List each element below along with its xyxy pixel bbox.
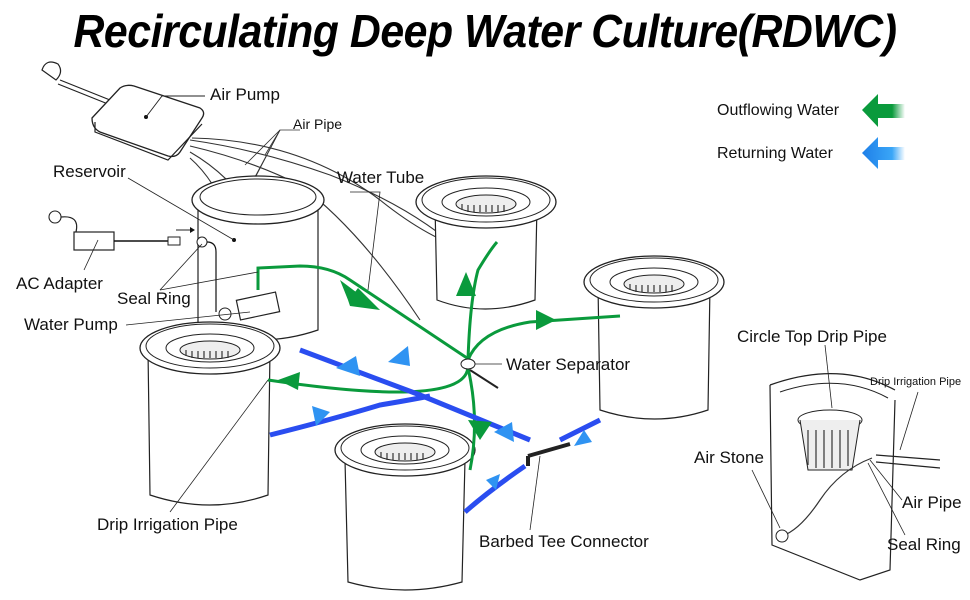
bucket-left — [139, 321, 281, 506]
bucket-front — [334, 423, 476, 591]
label-air-pipe: Air Pipe — [293, 116, 343, 132]
barbed-tee-connector — [526, 442, 571, 531]
label-drip-irrigation-pipe: Drip Irrigation Pipe — [97, 515, 238, 534]
return-arrows — [312, 346, 592, 490]
outflow-arrow — [456, 272, 476, 296]
diagram-title: Recirculating Deep Water Culture(RDWC) — [73, 5, 897, 57]
return-arrow — [486, 474, 500, 490]
return-arrow — [574, 430, 592, 446]
label-ac-adapter: AC Adapter — [16, 274, 103, 293]
label-seal-ring: Seal Ring — [117, 289, 191, 308]
return-arrow — [336, 356, 360, 376]
label-water-pump: Water Pump — [24, 315, 118, 334]
label-barbed-tee-connector: Barbed Tee Connector — [479, 532, 649, 551]
legend-returning-water: Returning Water — [717, 145, 833, 162]
inset-label-air-pipe: Air Pipe — [902, 493, 962, 512]
bucket-back — [415, 175, 557, 310]
label-water-separator: Water Separator — [506, 355, 631, 374]
water-separator — [460, 358, 502, 389]
label-air-pump: Air Pump — [210, 85, 280, 104]
air-pump — [41, 61, 205, 161]
legend-outflowing-water: Outflowing Water — [717, 102, 840, 119]
return-tubes — [269, 347, 602, 514]
bucket-right — [583, 255, 725, 420]
inset-cutaway — [751, 344, 941, 581]
return-arrow — [312, 406, 330, 426]
ac-adapter — [48, 210, 217, 312]
return-arrow — [388, 346, 410, 366]
leader-lines — [83, 177, 381, 513]
inset-label-drip-irrigation-pipe: Drip Irrigation Pipe — [870, 376, 962, 388]
inset-label-air-stone: Air Stone — [694, 448, 764, 467]
inset-label-circle-top-drip-pipe: Circle Top Drip Pipe — [737, 327, 887, 346]
outflow-arrow — [536, 310, 556, 330]
legend-green-arrow-icon — [862, 94, 905, 127]
legend-blue-arrow-icon — [862, 137, 905, 169]
label-reservoir: Reservoir — [53, 162, 126, 181]
inset-label-seal-ring: Seal Ring — [887, 535, 961, 554]
water-pump — [218, 291, 281, 321]
outflow-arrow — [278, 372, 300, 390]
return-arrow — [494, 422, 514, 442]
label-water-tube: Water Tube — [337, 168, 425, 187]
outflow-arrows — [278, 272, 556, 440]
outflow-arrow — [468, 420, 492, 440]
outflow-arrow — [340, 280, 380, 310]
